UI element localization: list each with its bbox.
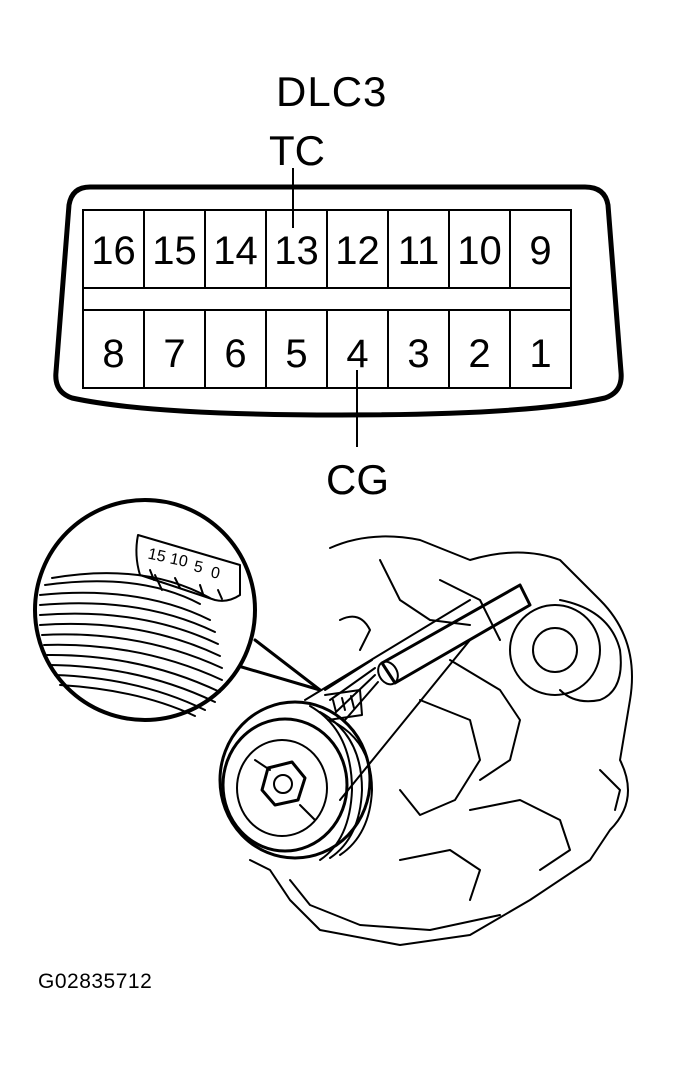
timing-mark-10: 10 bbox=[168, 551, 189, 571]
pin-number-9: 9 bbox=[529, 229, 551, 273]
pin-number-8: 8 bbox=[102, 332, 124, 376]
pin-number-1: 1 bbox=[529, 332, 551, 376]
pin-number-4: 4 bbox=[346, 332, 368, 376]
timing-mark-5: 5 bbox=[192, 558, 204, 576]
top-pin-row: 16 15 14 13 12 11 10 9 bbox=[82, 209, 572, 289]
connector-title: DLC3 bbox=[276, 68, 388, 115]
timing-mark-15: 15 bbox=[146, 546, 167, 566]
pin-number-7: 7 bbox=[163, 332, 185, 376]
figure-code: G02835712 bbox=[38, 970, 153, 993]
pin-number-3: 3 bbox=[407, 332, 429, 376]
cg-terminal-label: CG bbox=[326, 456, 389, 503]
engine-illustration bbox=[218, 535, 633, 946]
pin-cell-1 bbox=[509, 309, 572, 389]
pin-number-10: 10 bbox=[457, 229, 502, 273]
pin-number-16: 16 bbox=[91, 229, 136, 273]
pin-number-2: 2 bbox=[468, 332, 490, 376]
timing-mark-0: 0 bbox=[209, 564, 221, 582]
pin-number-14: 14 bbox=[213, 229, 258, 273]
pin-number-5: 5 bbox=[285, 332, 307, 376]
pin-number-6: 6 bbox=[224, 332, 246, 376]
tc-terminal-label: TC bbox=[269, 127, 325, 174]
pin-cell-9 bbox=[509, 209, 572, 289]
pin-number-12: 12 bbox=[335, 229, 380, 273]
pin-number-11: 11 bbox=[398, 229, 440, 273]
pin-number-15: 15 bbox=[152, 229, 197, 273]
timing-scale: 15 10 5 0 bbox=[146, 546, 221, 583]
pin-number-13: 13 bbox=[274, 229, 319, 273]
magnified-detail bbox=[33, 498, 322, 722]
